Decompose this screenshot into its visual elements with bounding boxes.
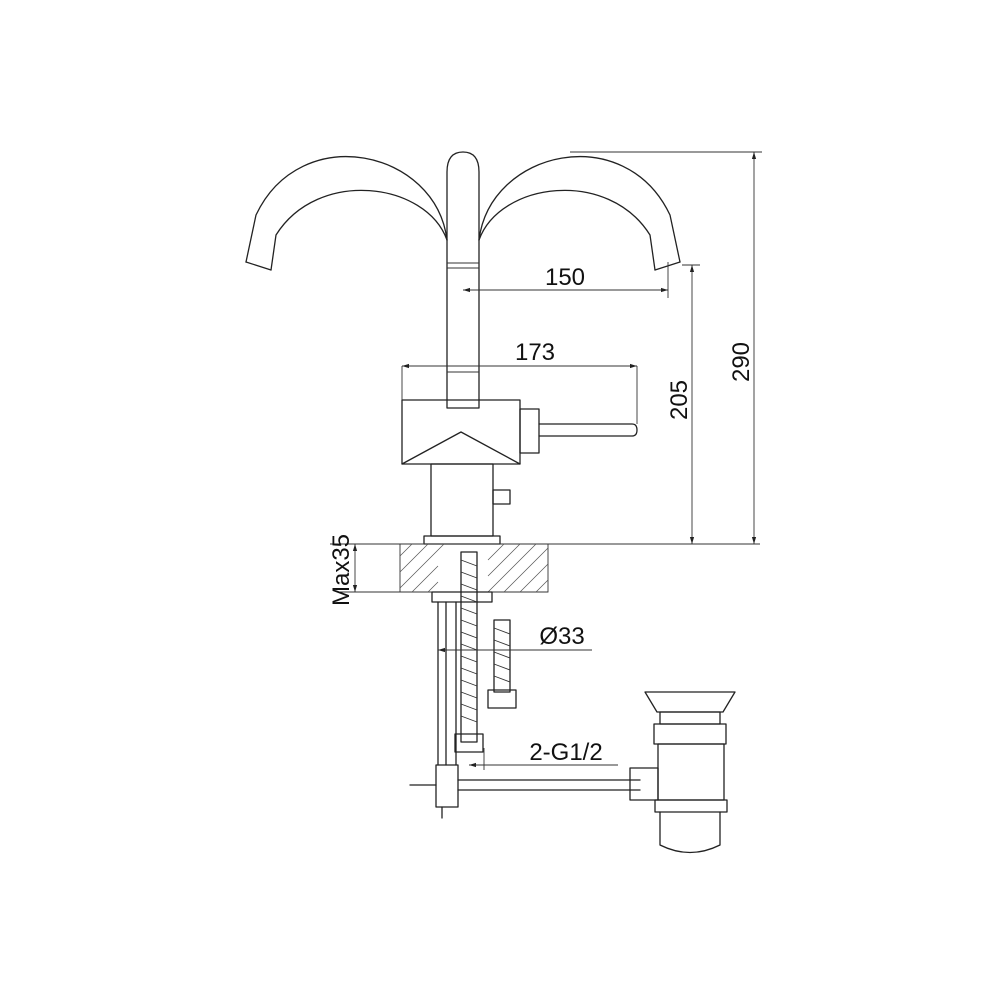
faucet-body	[401, 399, 521, 537]
lever-handle	[519, 408, 638, 454]
base-flange	[423, 535, 501, 545]
dim-205-label: 205	[666, 380, 693, 420]
dim-150-label: 150	[545, 264, 585, 291]
dim-173: 173	[401, 339, 638, 424]
dim-diameter-33: Ø33	[438, 623, 592, 653]
spout-tube	[446, 151, 480, 409]
popup-rod	[409, 764, 659, 819]
dim-150: 150	[463, 262, 669, 298]
dim-205: 205	[666, 264, 700, 544]
flexible-hose-right	[487, 619, 517, 709]
mounting-stud	[431, 591, 493, 766]
dim-diameter-33-label: Ø33	[539, 623, 584, 650]
countertop	[330, 543, 760, 593]
dim-thread-label: 2-G1/2	[529, 739, 602, 766]
dim-thread: 2-G1/2	[469, 739, 618, 770]
popup-waste	[644, 691, 736, 854]
dim-max35-label: Max35	[328, 534, 355, 606]
dim-173-label: 173	[515, 339, 555, 366]
spout-arc-left	[245, 155, 448, 271]
flexible-hose-left	[454, 551, 484, 753]
spout-arc-right	[478, 155, 681, 271]
dim-290: 290	[570, 151, 762, 544]
dim-max35: Max35	[328, 534, 358, 606]
dim-290-label: 290	[728, 342, 755, 382]
